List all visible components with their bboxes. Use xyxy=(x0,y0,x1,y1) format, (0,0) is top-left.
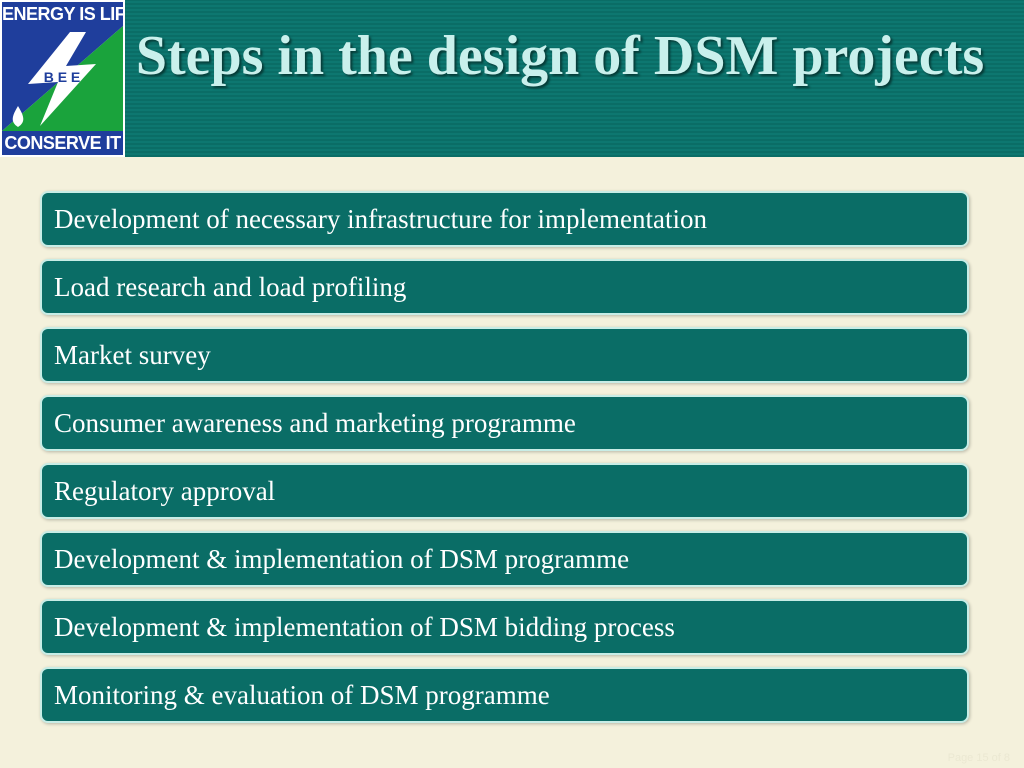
step-item-regulatory-approval: Regulatory approval xyxy=(40,463,969,519)
bee-logo: ENERGY IS LIFE B E E CONSERVE IT xyxy=(0,0,125,157)
step-item-monitoring-evaluation: Monitoring & evaluation of DSM programme xyxy=(40,667,969,723)
step-item-market-survey: Market survey xyxy=(40,327,969,383)
slide-title: Steps in the design of DSM projects xyxy=(135,25,985,87)
logo-middle-text: B E E xyxy=(44,69,81,85)
step-item-dsm-programme: Development & implementation of DSM prog… xyxy=(40,531,969,587)
step-item-load-research: Load research and load profiling xyxy=(40,259,969,315)
step-item-consumer-awareness: Consumer awareness and marketing program… xyxy=(40,395,969,451)
header-band: ENERGY IS LIFE B E E CONSERVE IT Steps i… xyxy=(0,0,1024,157)
bee-emblem-icon: B E E xyxy=(2,26,123,131)
step-item-dsm-bidding: Development & implementation of DSM bidd… xyxy=(40,599,969,655)
steps-list: Development of necessary infrastructure … xyxy=(40,191,969,735)
logo-top-text: ENERGY IS LIFE xyxy=(2,2,123,26)
step-item-development-infrastructure: Development of necessary infrastructure … xyxy=(40,191,969,247)
logo-bottom-text: CONSERVE IT xyxy=(2,131,123,155)
page-indicator: Page 15 of 8 xyxy=(947,752,1010,764)
